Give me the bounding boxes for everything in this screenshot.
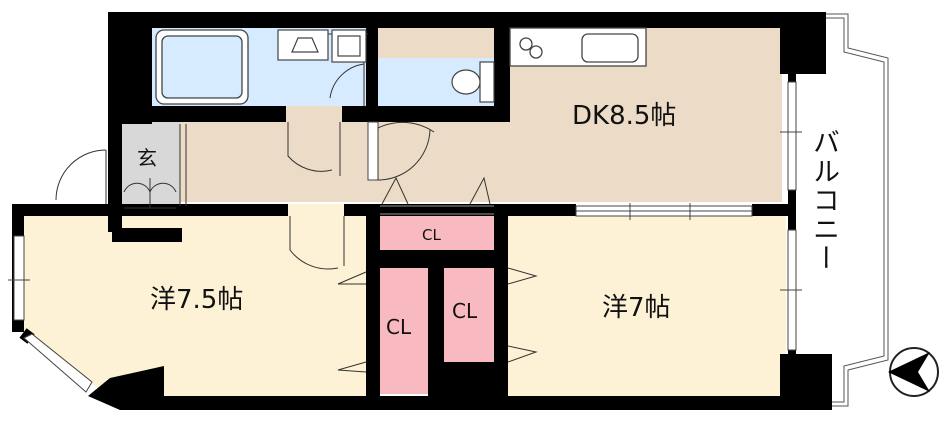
- closet-middle-left-label: CL: [386, 315, 412, 339]
- western-right-floor: [504, 215, 786, 398]
- sink-icon: [581, 33, 639, 63]
- western-left-floor: [22, 215, 368, 398]
- door-swings: [55, 33, 538, 373]
- kitchen-counter: [509, 27, 647, 67]
- washing-machine-icon: [277, 29, 367, 63]
- openings: [8, 28, 802, 393]
- closet-mid-left-floor: [378, 268, 428, 394]
- closet-top-floor: [378, 216, 494, 252]
- closet-top-label: CL: [422, 226, 441, 244]
- walls: [12, 12, 832, 410]
- toilet-icon: [451, 61, 495, 103]
- balcony-label: バルコニー: [808, 128, 839, 273]
- western-left-label: 洋7.5帖: [150, 285, 244, 315]
- north-arrow-icon: [888, 347, 939, 397]
- bathtub-icon: [155, 29, 249, 105]
- closet-mid-right-floor: [444, 268, 494, 362]
- balcony: [810, 13, 889, 407]
- closet-middle-right-label: CL: [452, 299, 478, 323]
- dk-label: DK8.5帖: [572, 101, 677, 131]
- hallway-floor: [180, 122, 370, 202]
- entrance-label: 玄: [137, 146, 157, 170]
- stove-icon: [519, 37, 543, 59]
- floors: [22, 28, 786, 398]
- western-right-label: 洋7帖: [602, 293, 671, 323]
